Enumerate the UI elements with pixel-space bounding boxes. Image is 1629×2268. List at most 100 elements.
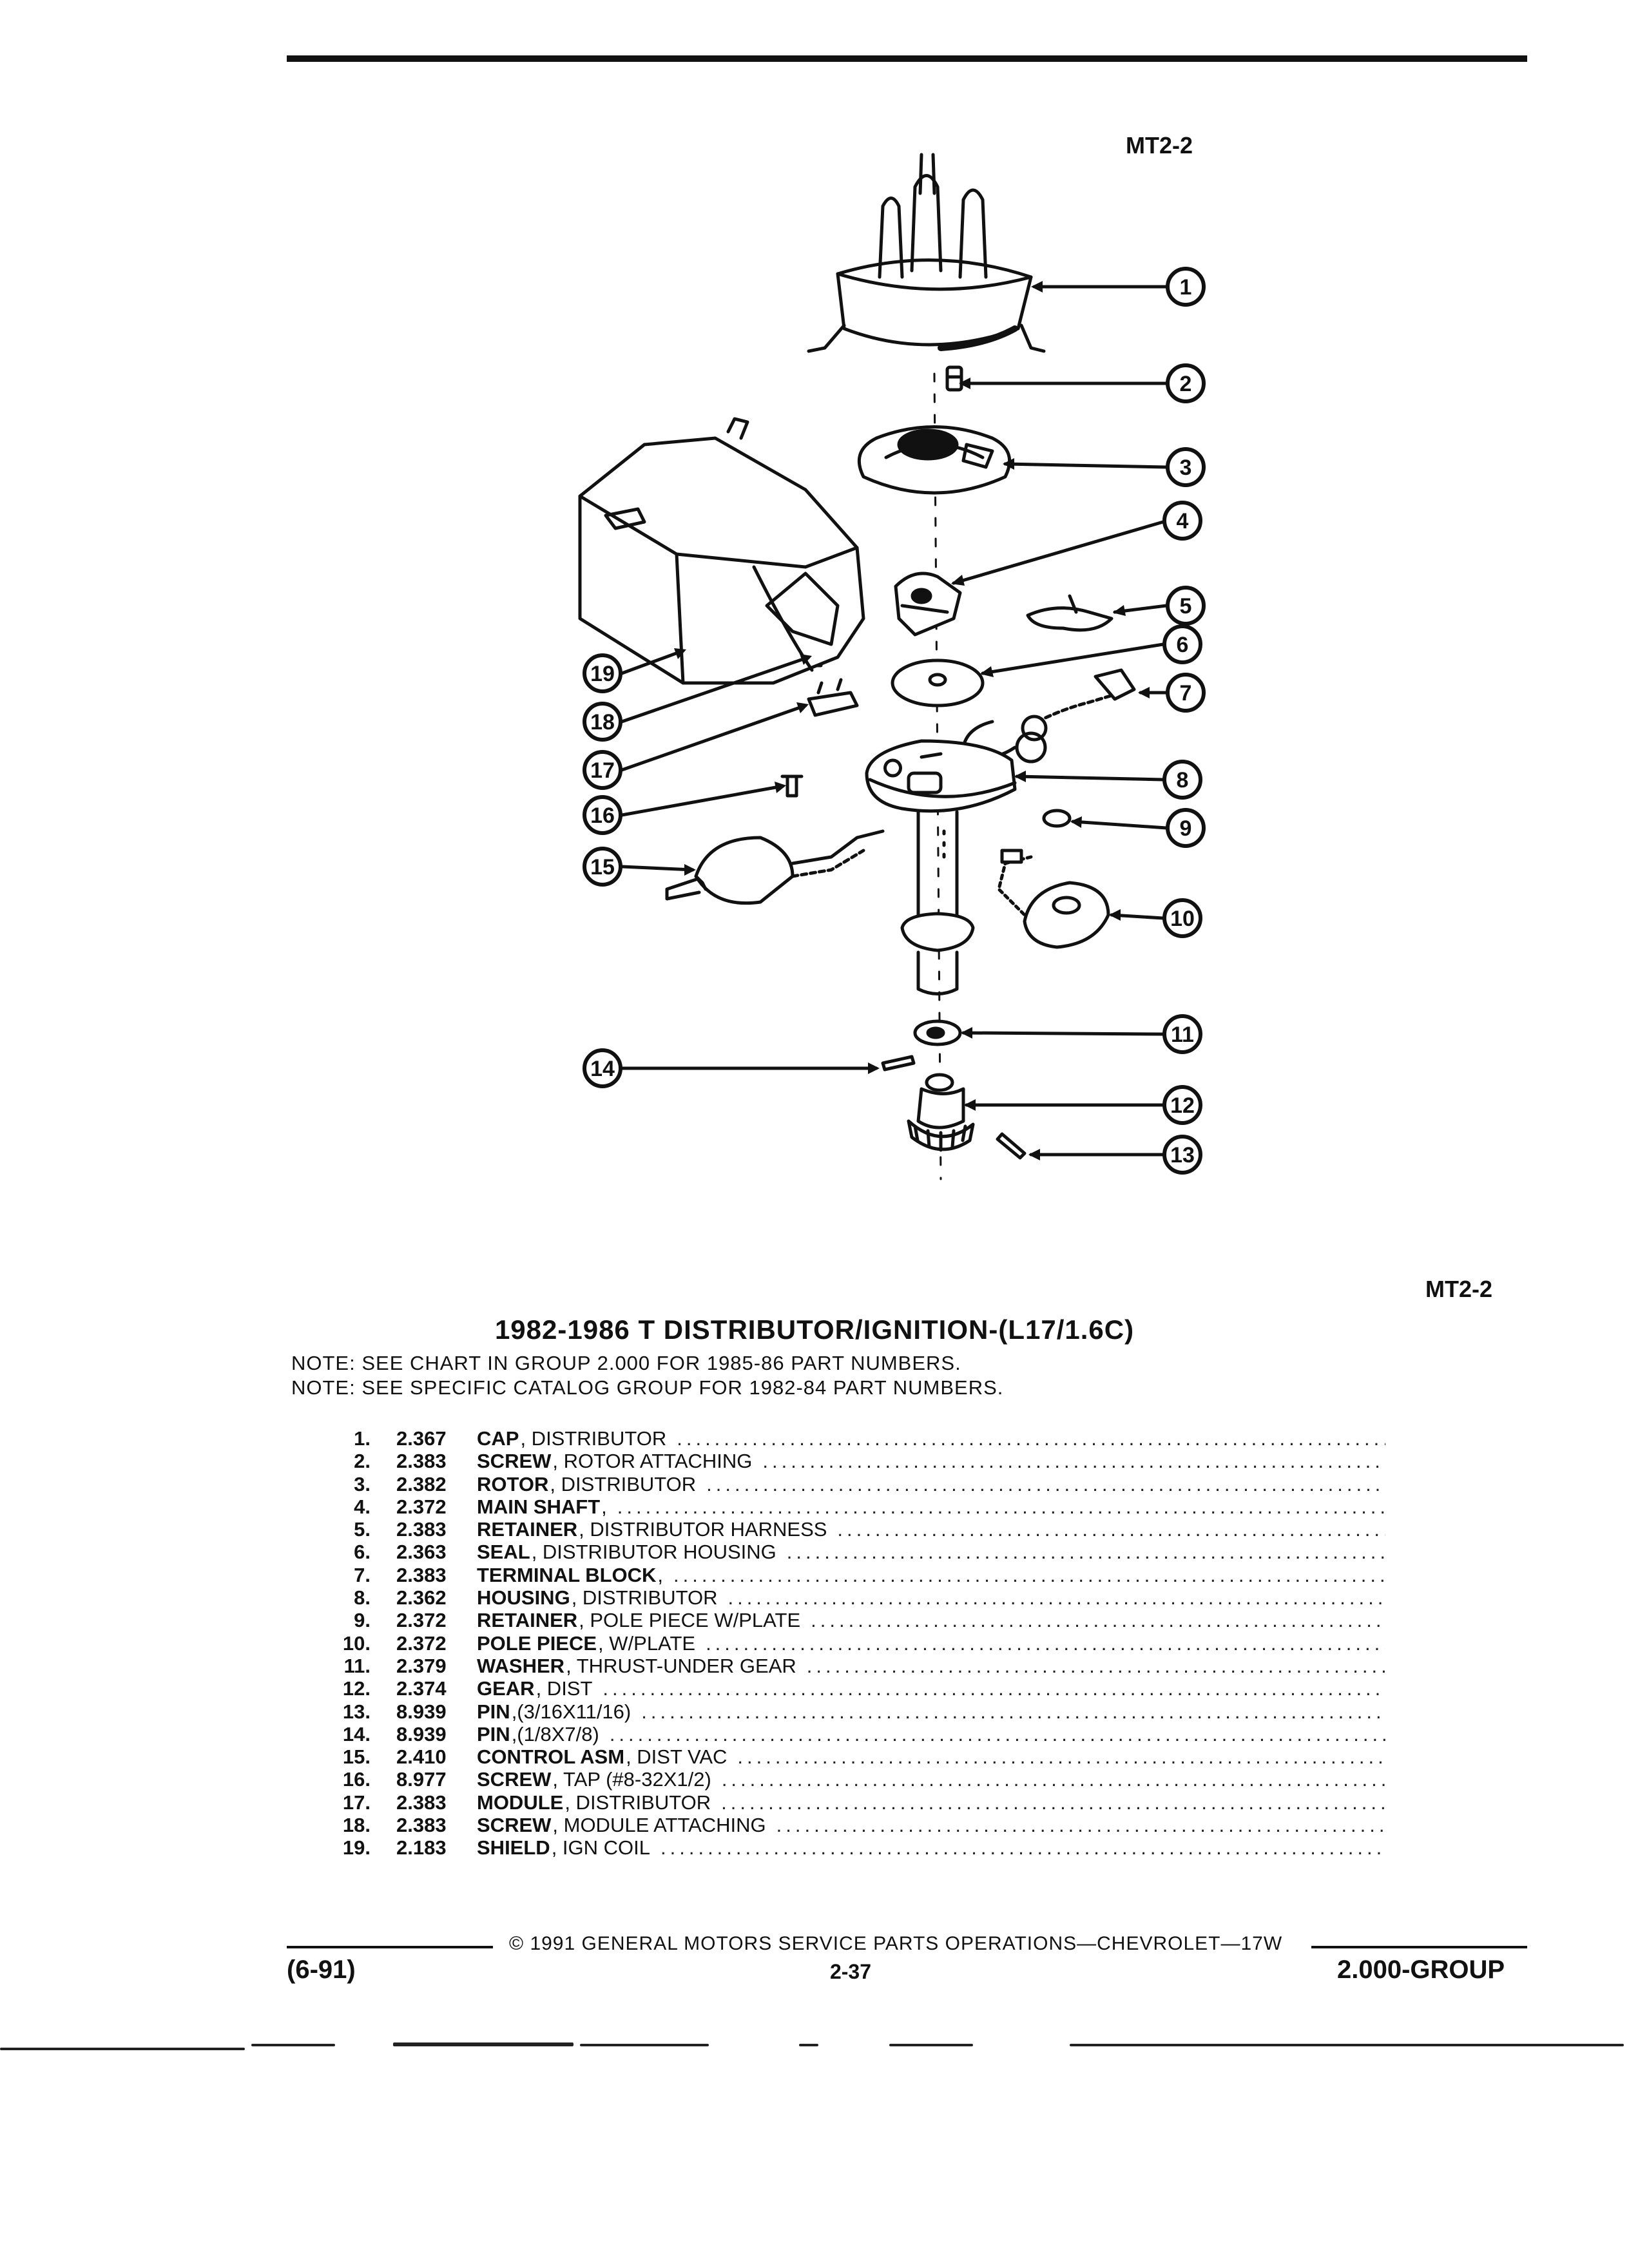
callout-number: 1 [1180, 275, 1192, 300]
part-number: 15. [342, 1745, 371, 1769]
callout-number: 7 [1180, 681, 1192, 706]
figure-label-bottom: MT2-2 [1425, 1276, 1493, 1302]
callout-10: 10 [1162, 898, 1202, 938]
part-code: 2.383 [396, 1450, 447, 1473]
part-description: , DISTRIBUTOR [564, 1791, 711, 1814]
callout-14: 14 [583, 1048, 622, 1088]
callout-13: 13 [1162, 1135, 1202, 1175]
part-name: PIN [477, 1700, 510, 1723]
part-number: 8. [354, 1586, 371, 1610]
part-description: , DIST VAC [626, 1745, 728, 1769]
part-code: 2.372 [396, 1631, 447, 1655]
thrust-washer [913, 1019, 962, 1046]
callout-7: 7 [1166, 673, 1206, 713]
leader-dots [728, 1586, 1385, 1609]
part-number: 1. [354, 1427, 371, 1450]
housing-seal [891, 658, 985, 707]
callout-number: 19 [590, 662, 615, 686]
leader-dots [641, 1700, 1385, 1723]
callout-number: 8 [1177, 768, 1189, 793]
rotor-screw [945, 365, 963, 392]
part-name: CONTROL ASM [477, 1745, 625, 1769]
part-description: , [601, 1495, 607, 1518]
part-code: 8.939 [396, 1722, 447, 1745]
leader-dots [660, 1836, 1385, 1859]
pin-1-8 [881, 1055, 916, 1072]
part-code: 2.367 [396, 1427, 447, 1450]
part-name: POLE PIECE [477, 1631, 597, 1655]
callout-number: 17 [590, 758, 615, 783]
part-name: RETAINER [477, 1518, 578, 1541]
page-number: 2-37 [829, 1960, 872, 1983]
callout-number: 5 [1180, 594, 1192, 619]
revision-date: (6-91) [287, 1956, 356, 1984]
part-number: 18. [342, 1814, 371, 1837]
part-code: 2.383 [396, 1791, 447, 1814]
leader-dots [706, 1473, 1385, 1495]
callout-12: 12 [1162, 1085, 1202, 1125]
part-code: 2.363 [396, 1541, 447, 1564]
part-code: 2.362 [396, 1586, 447, 1610]
callout-number: 16 [590, 803, 615, 828]
callout-number: 15 [590, 855, 615, 879]
part-description: , THRUST-UNDER GEAR [566, 1654, 796, 1677]
leader-dots [737, 1745, 1385, 1768]
callout-11: 11 [1162, 1014, 1202, 1054]
part-number: 16. [342, 1768, 371, 1791]
part-code: 2.382 [396, 1472, 447, 1495]
parts-list-row: 16. 8.977 SCREW, TAP (#8-32X1/2) [322, 1768, 1385, 1791]
part-code: 2.383 [396, 1518, 447, 1541]
callout-number: 10 [1170, 907, 1195, 931]
page-title: 1982-1986 T DISTRIBUTOR/IGNITION-(L17/1.… [494, 1314, 1135, 1345]
vacuum-control [665, 829, 885, 905]
callout-4: 4 [1162, 501, 1202, 541]
group-label: 2.000-GROUP [1337, 1956, 1505, 1984]
part-description: , ROTOR ATTACHING [552, 1450, 753, 1473]
part-code: 2.372 [396, 1495, 447, 1518]
part-number: 7. [354, 1563, 371, 1586]
leader-dots [811, 1609, 1385, 1631]
part-description: , TAP (#8-32X1/2) [552, 1768, 711, 1791]
callout-number: 9 [1180, 816, 1192, 841]
part-description: , DISTRIBUTOR [571, 1586, 718, 1610]
drive-gear [907, 1073, 975, 1152]
callout-5: 5 [1166, 586, 1206, 626]
tap-screw [780, 774, 804, 798]
part-code: 2.183 [396, 1836, 447, 1860]
callout-number: 12 [1170, 1093, 1195, 1118]
leader-dots [610, 1723, 1385, 1745]
callout-17: 17 [583, 750, 622, 790]
leader-dots [762, 1450, 1385, 1472]
top-rule [287, 55, 1527, 62]
callout-number: 14 [590, 1057, 615, 1081]
figure-label-top: MT2-2 [1126, 132, 1193, 159]
part-code: 2.410 [396, 1745, 447, 1769]
callout-number: 11 [1171, 1023, 1194, 1047]
copyright: © 1991 GENERAL MOTORS SERVICE PARTS OPER… [509, 1933, 1283, 1954]
part-number: 9. [354, 1609, 371, 1632]
part-description: , DISTRIBUTOR [550, 1472, 697, 1495]
part-description: , [657, 1563, 664, 1586]
part-code: 8.977 [396, 1768, 447, 1791]
pole-piece-retainer [1042, 809, 1072, 828]
harness-retainer [1026, 594, 1113, 632]
part-name: WASHER [477, 1654, 565, 1677]
part-name: SCREW [477, 1768, 552, 1791]
distributor-cap [807, 153, 1046, 353]
part-description: , DISTRIBUTOR HOUSING [531, 1541, 776, 1564]
part-number: 17. [342, 1791, 371, 1814]
callout-8: 8 [1162, 760, 1202, 800]
part-number: 13. [342, 1700, 371, 1723]
coil-shield [578, 417, 865, 685]
part-code: 2.383 [396, 1814, 447, 1837]
